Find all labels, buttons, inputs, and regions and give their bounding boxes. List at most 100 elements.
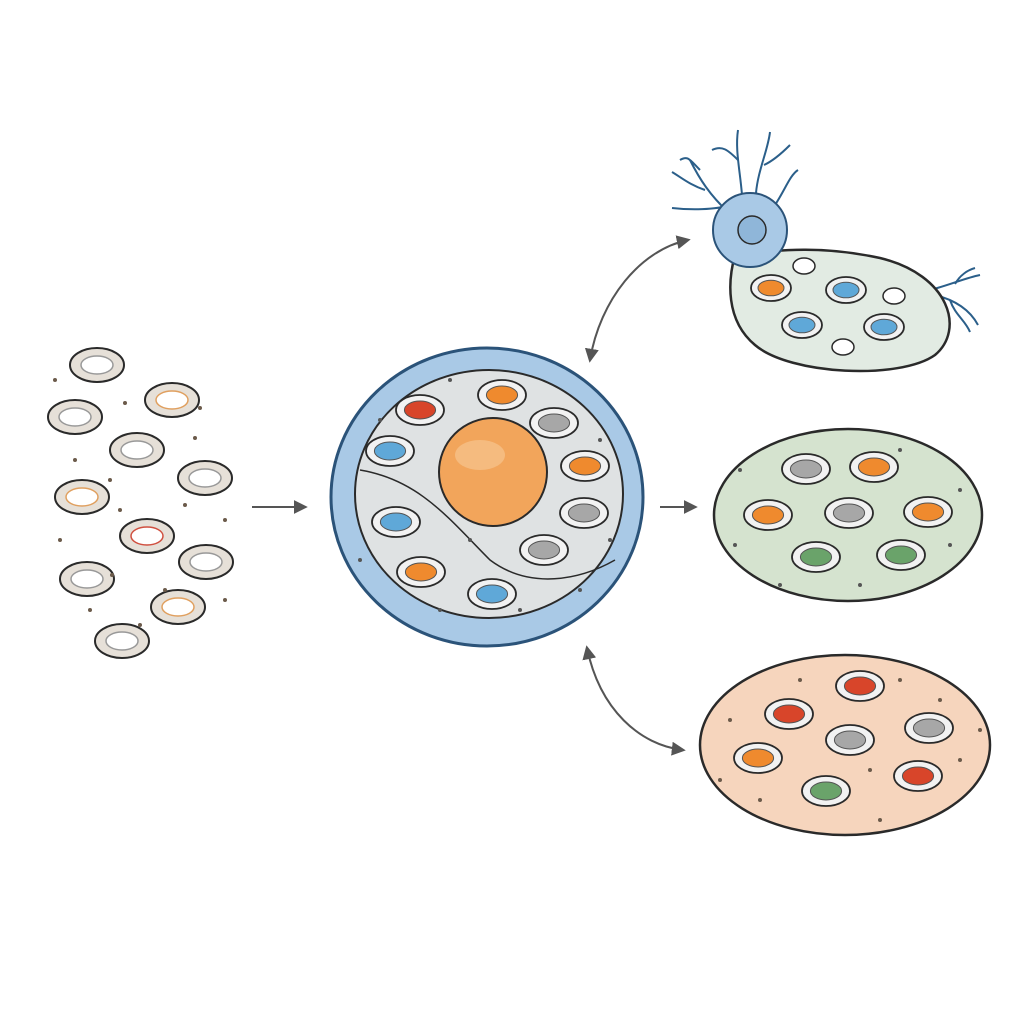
small-cell <box>119 518 175 554</box>
organelle <box>849 451 899 483</box>
organelle-core <box>772 704 806 724</box>
particle-dot <box>223 598 227 602</box>
small-cell-center <box>80 355 114 375</box>
organelle <box>371 506 421 538</box>
nucleus <box>438 417 548 527</box>
particle-dot <box>183 503 187 507</box>
cytoplasm-dot <box>938 698 942 702</box>
dendrite-branch <box>671 171 706 191</box>
vesicle <box>882 287 906 305</box>
dendrite-branch <box>949 299 971 333</box>
particle-dot <box>88 608 92 612</box>
peach-organelles <box>718 670 982 822</box>
organelle <box>781 311 823 339</box>
organelle <box>876 539 926 571</box>
green-organelles <box>733 448 962 587</box>
small-cell-center <box>65 487 99 507</box>
cytoplasm-dot <box>733 543 737 547</box>
organelle-core <box>843 676 877 696</box>
particle-dot <box>138 623 142 627</box>
organelle <box>893 760 943 792</box>
neuron-nucleus <box>737 215 767 245</box>
organelle-core <box>373 441 407 461</box>
green-differentiated-cell <box>712 427 984 603</box>
dendrite-branch <box>774 169 799 206</box>
cytoplasm-dot <box>468 538 472 542</box>
organelle-core <box>751 505 785 525</box>
organelle-core <box>537 413 571 433</box>
organelle-core <box>568 456 602 476</box>
particle-dot <box>58 538 62 542</box>
small-cell <box>54 479 110 515</box>
organelle <box>560 450 610 482</box>
small-cell-center <box>130 526 164 546</box>
organelle-core <box>901 766 935 786</box>
cytoplasm-dot <box>778 583 782 587</box>
small-cell <box>178 544 234 580</box>
organelle <box>825 276 867 304</box>
organelle-core <box>475 584 509 604</box>
organelle <box>365 435 415 467</box>
central-organelles <box>358 378 612 612</box>
organelle <box>396 556 446 588</box>
undifferentiated-cell-cluster <box>47 347 234 659</box>
organelle <box>467 578 517 610</box>
vesicle <box>792 257 816 275</box>
organelle-core <box>789 459 823 479</box>
particle-dot <box>193 436 197 440</box>
small-cell <box>150 589 206 625</box>
dendrite-branch <box>679 157 701 171</box>
particle-dot <box>118 508 122 512</box>
small-cell <box>69 347 125 383</box>
organelle-core <box>833 730 867 750</box>
organelle <box>529 407 579 439</box>
organelle <box>733 742 783 774</box>
dendrite-branch <box>711 147 739 161</box>
small-cell-center <box>105 631 139 651</box>
cytoplasm-dot <box>728 718 732 722</box>
organelle-core <box>799 547 833 567</box>
small-cell <box>144 382 200 418</box>
small-cell-center <box>58 407 92 427</box>
cytoplasm-dot <box>598 438 602 442</box>
small-cell <box>94 623 150 659</box>
organelle-core <box>403 400 437 420</box>
organelle <box>825 724 875 756</box>
organelle <box>743 499 793 531</box>
cytoplasm-dot <box>438 608 442 612</box>
cytoplasm-dot <box>958 488 962 492</box>
particle-dot <box>163 588 167 592</box>
particle-dot <box>110 573 114 577</box>
particle-dot <box>198 406 202 410</box>
organelle <box>395 394 445 426</box>
organelle <box>519 534 569 566</box>
cytoplasm-dot <box>578 588 582 592</box>
organelle-core <box>567 503 601 523</box>
cytoplasm-dot <box>518 608 522 612</box>
particle-dot <box>123 401 127 405</box>
cytoplasm-dot <box>898 678 902 682</box>
small-cell-center <box>189 552 223 572</box>
organelle <box>477 379 527 411</box>
organelle-core <box>832 503 866 523</box>
dendrite-branch <box>954 267 976 285</box>
cytoplasm-dot <box>798 678 802 682</box>
organelle <box>764 698 814 730</box>
organelle-core <box>379 512 413 532</box>
organelle-core <box>757 279 785 297</box>
dendrite-branch <box>763 144 791 166</box>
organelle <box>791 541 841 573</box>
cytoplasm-dot <box>358 558 362 562</box>
organelle <box>559 497 609 529</box>
organelle <box>801 775 851 807</box>
cytoplasm-dot <box>958 758 962 762</box>
organelle <box>750 274 792 302</box>
cytoplasm-dot <box>858 583 862 587</box>
cytoplasm-dot <box>948 543 952 547</box>
cytoplasm-dot <box>378 418 382 422</box>
cytoplasm-dot <box>448 378 452 382</box>
particle-dot <box>73 458 77 462</box>
small-cell <box>47 399 103 435</box>
cytoplasm-dot <box>608 538 612 542</box>
